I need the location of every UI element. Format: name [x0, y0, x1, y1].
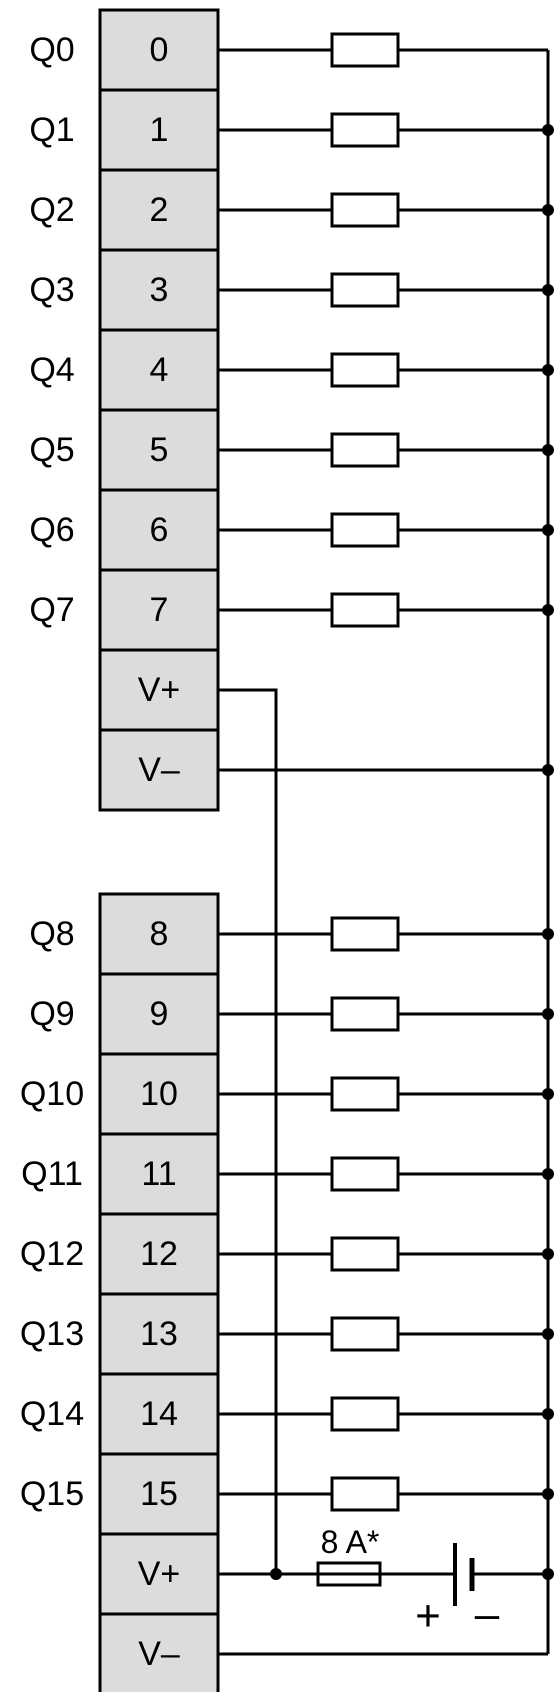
output-label: Q9: [29, 995, 74, 1033]
terminal-label: 3: [150, 271, 169, 309]
load-symbol: [330, 1236, 400, 1272]
terminal-cell: [98, 1132, 220, 1216]
terminal-cell: [98, 728, 220, 812]
terminal-label: 7: [150, 591, 169, 629]
output-label: Q10: [20, 1075, 84, 1113]
terminal-label: 1: [150, 111, 169, 149]
terminal-label: 5: [150, 431, 169, 469]
terminal-label: 11: [141, 1155, 176, 1193]
output-label: Q15: [20, 1475, 84, 1513]
terminal-cell: [98, 88, 220, 172]
load-symbol: [330, 352, 400, 388]
terminal-label: 6: [150, 511, 169, 549]
terminal-cell: [98, 1292, 220, 1376]
output-label: Q14: [20, 1395, 84, 1433]
terminal-block-1: 0 Q0 1 Q1 2 Q2 3 Q3 4 Q4 5 Q5 6 Q6 7 Q7V+ V–: [29, 8, 220, 812]
terminal-cell: [98, 1372, 220, 1456]
output-label: Q7: [29, 591, 74, 629]
junction-dot: [270, 1568, 282, 1580]
terminal-cell: [98, 408, 220, 492]
output-label: Q13: [20, 1315, 84, 1353]
output-label: Q12: [20, 1235, 84, 1273]
junction-dot: [542, 764, 554, 776]
terminal-label: 14: [140, 1395, 178, 1433]
load-symbol: [330, 272, 400, 308]
terminal-label: 0: [150, 31, 169, 69]
load-symbol: [330, 996, 400, 1032]
terminal-label: 9: [150, 995, 169, 1033]
junction-dot: [542, 1568, 554, 1580]
terminal-label: 13: [140, 1315, 178, 1353]
terminal-cell: [98, 568, 220, 652]
terminal-label: 4: [150, 351, 169, 389]
terminal-label: 8: [150, 915, 169, 953]
terminal-cell: [98, 1612, 220, 1692]
load-symbol: [330, 916, 400, 952]
output-label: Q3: [29, 271, 74, 309]
load-symbol: [330, 1316, 400, 1352]
load-symbol: [330, 32, 400, 68]
terminal-label: V–: [138, 751, 180, 789]
terminal-cell: [98, 1532, 220, 1616]
load-symbol: [330, 592, 400, 628]
output-label: Q6: [29, 511, 74, 549]
terminal-label: V+: [138, 671, 181, 709]
output-label: Q2: [29, 191, 74, 229]
output-label: Q1: [29, 111, 74, 149]
terminal-label: V–: [138, 1635, 180, 1673]
terminal-label: 10: [140, 1075, 178, 1113]
vplus-bridge-wire: [218, 688, 278, 1574]
load-symbol: [330, 1076, 400, 1112]
terminal-cell: [98, 8, 220, 92]
output-label: Q5: [29, 431, 74, 469]
terminal-label: 2: [150, 191, 169, 229]
load-symbol: [330, 1156, 400, 1192]
load-symbol: [330, 112, 400, 148]
battery-plus-sign: +: [415, 1592, 441, 1641]
load-symbol: [330, 1396, 400, 1432]
load-symbol: [330, 512, 400, 548]
load-symbol: [330, 192, 400, 228]
output-label: Q4: [29, 351, 74, 389]
output-label: Q8: [29, 915, 74, 953]
terminal-label: V+: [138, 1555, 181, 1593]
fuse-label: 8 A*: [321, 1524, 380, 1560]
load-symbol: [330, 1476, 400, 1512]
terminal-cell: [98, 972, 220, 1056]
terminal-label: 15: [140, 1475, 178, 1513]
output-label: Q0: [29, 31, 74, 69]
battery-minus-sign: –: [475, 1590, 500, 1639]
terminal-label: 12: [140, 1235, 178, 1273]
load-symbol: [330, 432, 400, 468]
output-label: Q11: [21, 1155, 83, 1193]
